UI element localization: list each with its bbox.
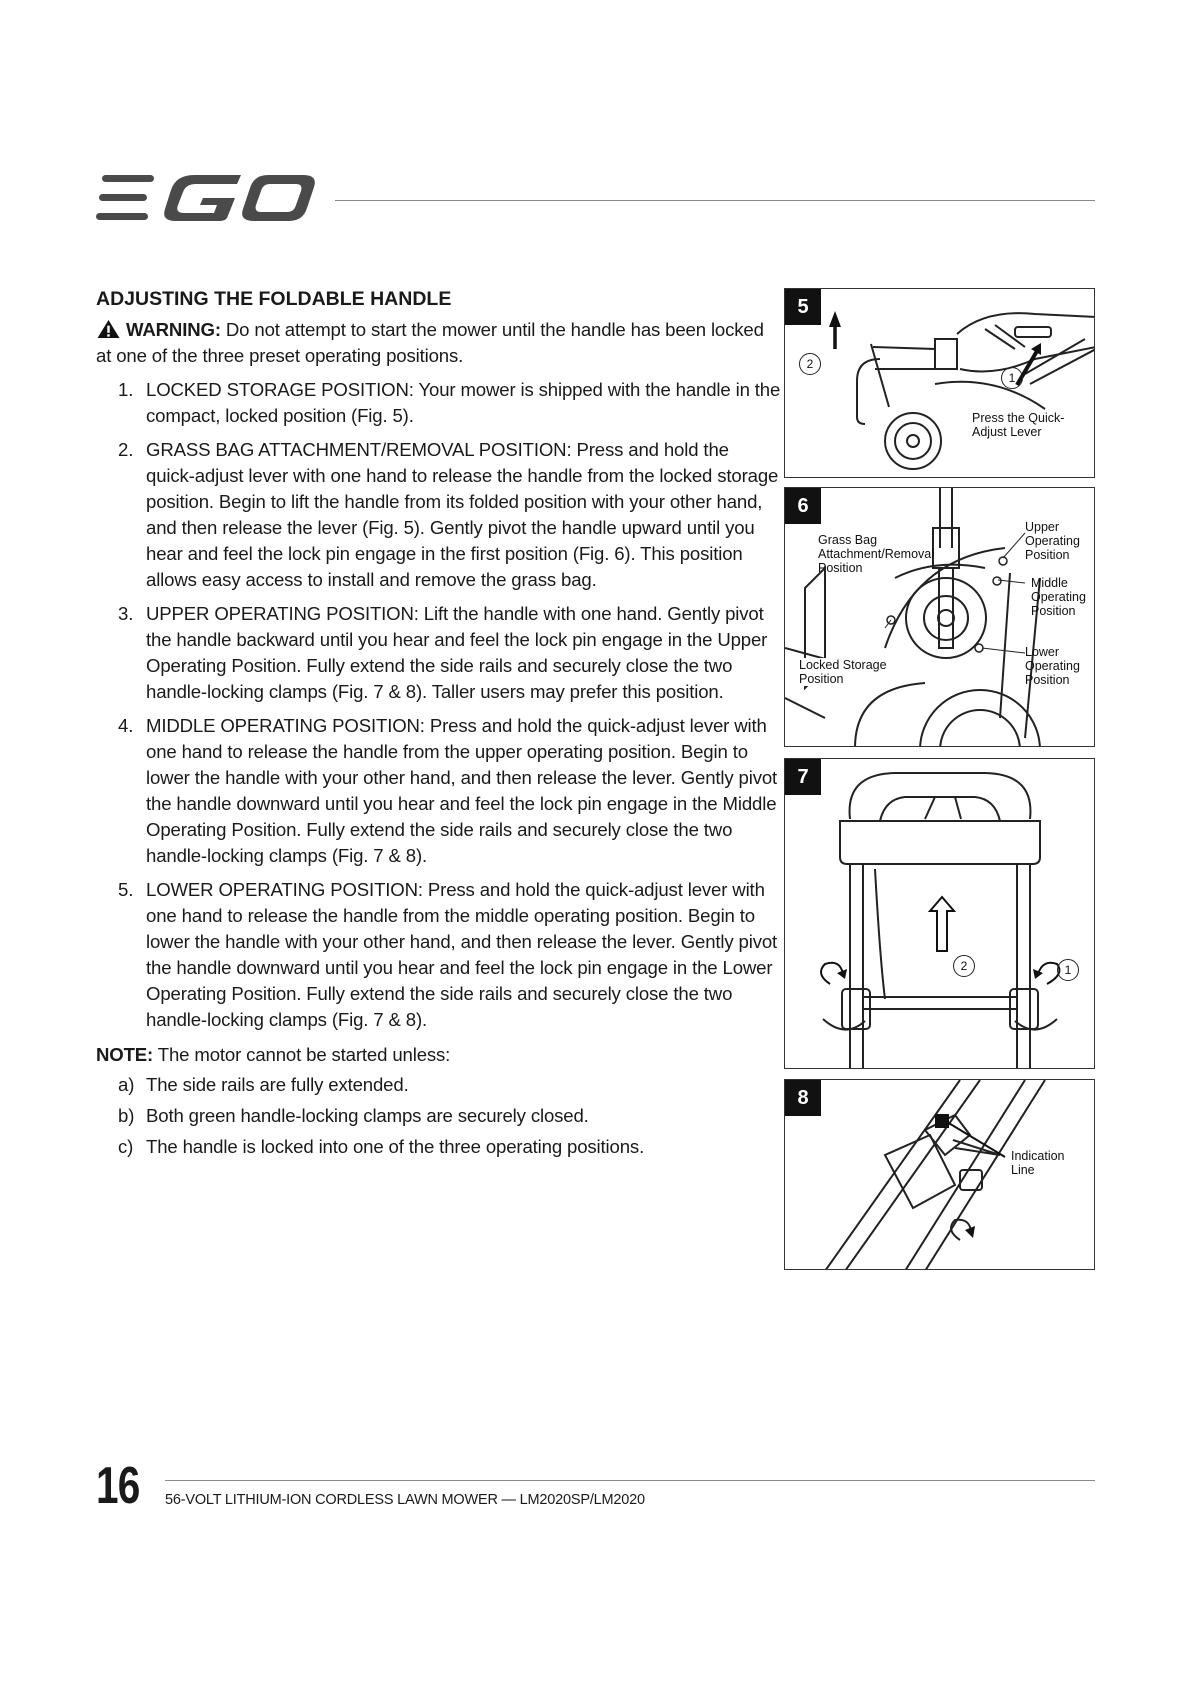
list-item: 5. LOWER OPERATING POSITION: Press and ho…: [96, 877, 781, 1033]
figure-5: 5 2 1 Press the Quick- Adjust Lever: [784, 288, 1095, 478]
warning-label: WARNING:: [126, 319, 221, 340]
locked-storage-position-label: Locked Storage Position: [799, 658, 887, 686]
indication-line-label: Indication Line: [1011, 1149, 1065, 1177]
figure-7: 7 2 1: [784, 758, 1095, 1069]
callout-1: 1: [1057, 959, 1079, 981]
step-number: 2.: [118, 439, 134, 460]
step-number: 1.: [118, 379, 134, 400]
step-text: GRASS BAG ATTACHMENT/REMOVAL POSITION: P…: [146, 439, 779, 590]
figure-5-illustration: [829, 311, 1094, 470]
step-number: 4.: [118, 715, 134, 736]
grass-bag-position-label: Grass Bag Attachment/Removal Position: [818, 533, 935, 575]
warning-triangle-icon: [97, 319, 120, 339]
figure-8-illustration: [825, 1080, 1046, 1269]
figure-number: 8: [785, 1080, 821, 1116]
conditions-list: a) The side rails are fully extended. b) B…: [96, 1072, 781, 1160]
header-rule: [335, 200, 1095, 201]
condition-letter: c): [118, 1136, 134, 1157]
condition-letter: a): [118, 1074, 135, 1095]
ego-logo: [96, 175, 315, 221]
figure-6: 6 Grass Bag Attachment/Removal Position …: [784, 487, 1095, 747]
list-item: 3. UPPER OPERATING POSITION: Lift the han…: [96, 601, 781, 705]
list-item: a) The side rails are fully extended.: [96, 1072, 781, 1098]
upper-operating-position-label: Upper Operating Position: [1025, 520, 1080, 562]
figure-number: 7: [785, 759, 821, 795]
steps-list: 1. LOCKED STORAGE POSITION: Your mower is…: [96, 377, 781, 1033]
condition-text: The side rails are fully extended.: [146, 1074, 409, 1095]
note-text: The motor cannot be started unless:: [157, 1044, 451, 1065]
list-item: 4. MIDDLE OPERATING POSITION: Press and h…: [96, 713, 781, 869]
note-label: NOTE:: [96, 1044, 154, 1065]
step-number: 5.: [118, 879, 134, 900]
figure-number: 6: [785, 488, 821, 524]
note-paragraph: NOTE: The motor cannot be started unless…: [96, 1042, 781, 1068]
callout-2: 2: [953, 955, 975, 977]
callout-2: 2: [799, 353, 821, 375]
figure-7-illustration: [820, 772, 1061, 1068]
step-number: 3.: [118, 603, 134, 624]
list-item: 2. GRASS BAG ATTACHMENT/REMOVAL POSITION:…: [96, 437, 781, 593]
condition-text: The handle is locked into one of the thr…: [146, 1136, 645, 1157]
lower-operating-position-label: Lower Operating Position: [1025, 645, 1080, 687]
step-text: LOWER OPERATING POSITION: Press and hold…: [146, 879, 778, 1030]
middle-operating-position-label: Middle Operating Position: [1031, 576, 1086, 618]
figure-number: 5: [785, 289, 821, 325]
footer-rule: [165, 1480, 1095, 1481]
footer-title: 56-VOLT LITHIUM-ION CORDLESS LAWN MOWER …: [165, 1492, 645, 1508]
warning-paragraph: WARNING: Do not attempt to start the mow…: [96, 317, 781, 369]
callout-1: 1: [1001, 367, 1023, 389]
list-item: c) The handle is locked into one of the t…: [96, 1134, 781, 1160]
page-number: 16: [96, 1457, 140, 1515]
condition-text: Both green handle-locking clamps are sec…: [146, 1105, 589, 1126]
step-text: UPPER OPERATING POSITION: Lift the handl…: [146, 603, 768, 702]
list-item: 1. LOCKED STORAGE POSITION: Your mower is…: [96, 377, 781, 429]
figure-8: 8 Indication Line: [784, 1079, 1095, 1270]
section-heading: ADJUSTING THE FOLDABLE HANDLE: [96, 288, 452, 310]
figure-6-illustration: [785, 488, 1041, 746]
step-text: MIDDLE OPERATING POSITION: Press and hol…: [146, 715, 778, 866]
list-item: b) Both green handle-locking clamps are s…: [96, 1103, 781, 1129]
instructions-column: ADJUSTING THE FOLDABLE HANDLE WARNING: D…: [96, 286, 781, 1165]
warning-text: Do not attempt to start the mower until …: [96, 319, 764, 366]
step-text: LOCKED STORAGE POSITION: Your mower is s…: [146, 379, 781, 426]
quick-adjust-lever-label: Press the Quick- Adjust Lever: [972, 411, 1065, 439]
condition-letter: b): [118, 1105, 135, 1126]
